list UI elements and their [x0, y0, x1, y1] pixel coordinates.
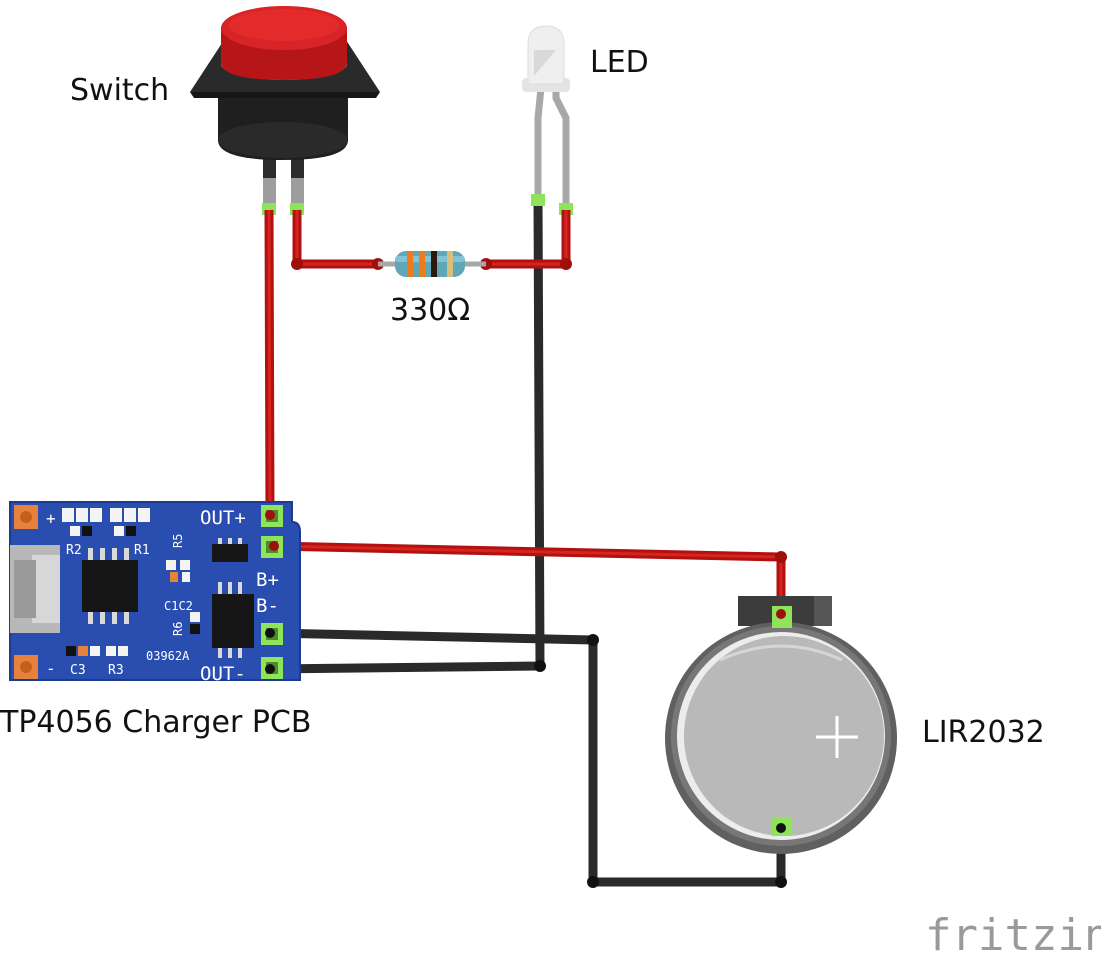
pcb-label-r3: R3: [108, 663, 124, 678]
pcb-label-r6: R6: [171, 622, 185, 636]
pcb-label-r2: R2: [66, 543, 82, 558]
wire-resistor-to-led-anode: [486, 210, 571, 269]
resistor-label: 330Ω: [390, 293, 470, 328]
red-wires: [264, 209, 787, 614]
pcb-label-r5: R5: [171, 534, 185, 548]
pcb-label-minus: -: [46, 659, 56, 678]
pcb-label-r1: R1: [134, 543, 150, 558]
fritzing-watermark: fritzing: [925, 910, 1101, 961]
pcb-label-plus: +: [46, 509, 56, 528]
switch-label: Switch: [70, 73, 169, 108]
pcb-label-c1c2: C1C2: [164, 599, 193, 613]
pcb-label-b-plus: B+: [256, 569, 279, 591]
pcb-label-b-minus: B-: [256, 595, 279, 617]
battery-label: LIR2032: [922, 715, 1045, 750]
led-label: LED: [590, 45, 649, 80]
black-wires: [269, 197, 787, 888]
pcb-label-out-minus: OUT-: [200, 663, 246, 685]
pcb-label-c3: C3: [70, 663, 86, 678]
pcb-label-code: 03962A: [146, 649, 190, 663]
charger-label: TP4056 Charger PCB: [0, 705, 311, 740]
resistor-330-ohm: [378, 251, 486, 277]
lir2032-battery: [665, 596, 897, 854]
tp4056-charger-pcb: + - R2 R1 C3 R3 R5 C1C2 R6 039: [9, 501, 301, 685]
pcb-label-out-plus: OUT+: [200, 507, 246, 529]
push-button-switch: [190, 6, 380, 215]
wire-switch-to-resistor: [292, 210, 378, 269]
led: [522, 25, 573, 215]
